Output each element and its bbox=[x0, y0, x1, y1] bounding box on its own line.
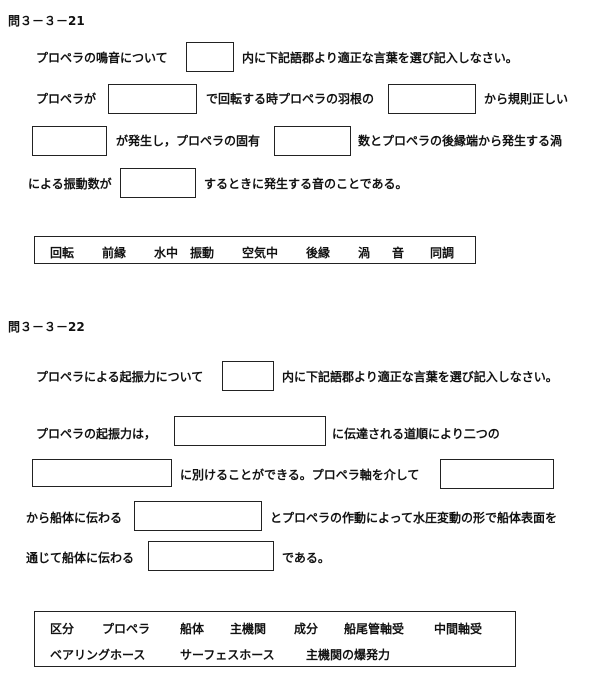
q22-line4-text: 通じて船体に伝わる bbox=[26, 551, 135, 565]
q21-word: 後縁 bbox=[306, 246, 331, 260]
q22-blank-intro[interactable] bbox=[222, 361, 274, 391]
q22-title: 問３－３－22 bbox=[8, 320, 85, 334]
q21-blank-2[interactable] bbox=[388, 84, 476, 114]
q21-word: 空気中 bbox=[242, 246, 279, 260]
q21-word: 音 bbox=[392, 246, 405, 260]
q21-line3-text-2: するときに発生する音のことである。 bbox=[204, 177, 408, 191]
q21-line3-text: による振動数が bbox=[28, 177, 112, 191]
q22-line3-text-2: とプロペラの作動によって水圧変動の形で船体表面を bbox=[270, 511, 558, 525]
q22-intro-text: プロペラによる起振力について bbox=[36, 370, 204, 384]
q22-word: サーフェスホース bbox=[180, 648, 275, 662]
q21-word: 振動 bbox=[190, 246, 215, 260]
q21-line1-text-3: から規則正しい bbox=[484, 92, 569, 106]
q22-blank-3[interactable] bbox=[440, 459, 554, 489]
q22-word: 船体 bbox=[180, 622, 205, 636]
q21-word: 前縁 bbox=[102, 246, 127, 260]
q21-title: 問３－３－21 bbox=[8, 14, 85, 28]
q22-blank-1[interactable] bbox=[174, 416, 326, 446]
q21-line1-text-2: で回転する時プロペラの羽根の bbox=[206, 92, 375, 106]
q21-intro-text-2: 内に下記語郡より適正な言葉を選び記入しなさい。 bbox=[242, 51, 518, 65]
q21-line2-text: が発生し，プロペラの固有 bbox=[116, 134, 261, 148]
q22-blank-2[interactable] bbox=[32, 459, 172, 487]
q22-word: ベアリングホース bbox=[50, 648, 146, 662]
q21-blank-4[interactable] bbox=[274, 126, 351, 156]
q22-line1-text-2: に伝達される道順により二つの bbox=[332, 427, 500, 441]
q22-word: 主機関 bbox=[230, 622, 267, 636]
q22-word: 区分 bbox=[50, 622, 75, 636]
q22-line3-text: から船体に伝わる bbox=[26, 511, 123, 525]
q21-blank-3[interactable] bbox=[32, 126, 107, 156]
q21-word: 同調 bbox=[430, 246, 455, 260]
q21-word: 水中 bbox=[154, 246, 179, 260]
q22-blank-5[interactable] bbox=[148, 541, 274, 571]
q21-word: 渦 bbox=[358, 246, 371, 260]
q21-blank-1[interactable] bbox=[108, 84, 197, 114]
q21-blank-intro[interactable] bbox=[186, 42, 234, 72]
q21-intro-text: プロペラの鳴音について bbox=[36, 51, 168, 65]
q21-line2-text-2: 数とプロペラの後縁端から発生する渦 bbox=[358, 134, 563, 148]
q22-word: 中間軸受 bbox=[434, 622, 483, 636]
q22-line2-text: に別けることができる。プロペラ軸を介して bbox=[180, 468, 420, 482]
q22-word: 成分 bbox=[294, 622, 319, 636]
q22-word: 船尾管軸受 bbox=[344, 622, 405, 636]
q22-line4-text-2: である。 bbox=[282, 551, 330, 565]
q22-line1-text: プロペラの起振力は， bbox=[36, 427, 157, 441]
q22-word-bank: 区分 プロペラ 船体 主機関 成分 船尾管軸受 中間軸受 ベアリングホース サー… bbox=[34, 611, 516, 667]
q21-word: 回転 bbox=[50, 246, 75, 260]
q21-blank-5[interactable] bbox=[120, 168, 196, 198]
q22-word: プロペラ bbox=[102, 622, 151, 636]
q22-word: 主機関の爆発力 bbox=[306, 648, 391, 662]
q21-line1-text: プロペラが bbox=[36, 92, 97, 106]
q22-blank-4[interactable] bbox=[134, 501, 262, 531]
q22-intro-text-2: 内に下記語郡より適正な言葉を選び記入しなさい。 bbox=[282, 370, 558, 384]
q21-word-bank: 回転 前縁 水中 振動 空気中 後縁 渦 音 同調 bbox=[34, 236, 476, 264]
